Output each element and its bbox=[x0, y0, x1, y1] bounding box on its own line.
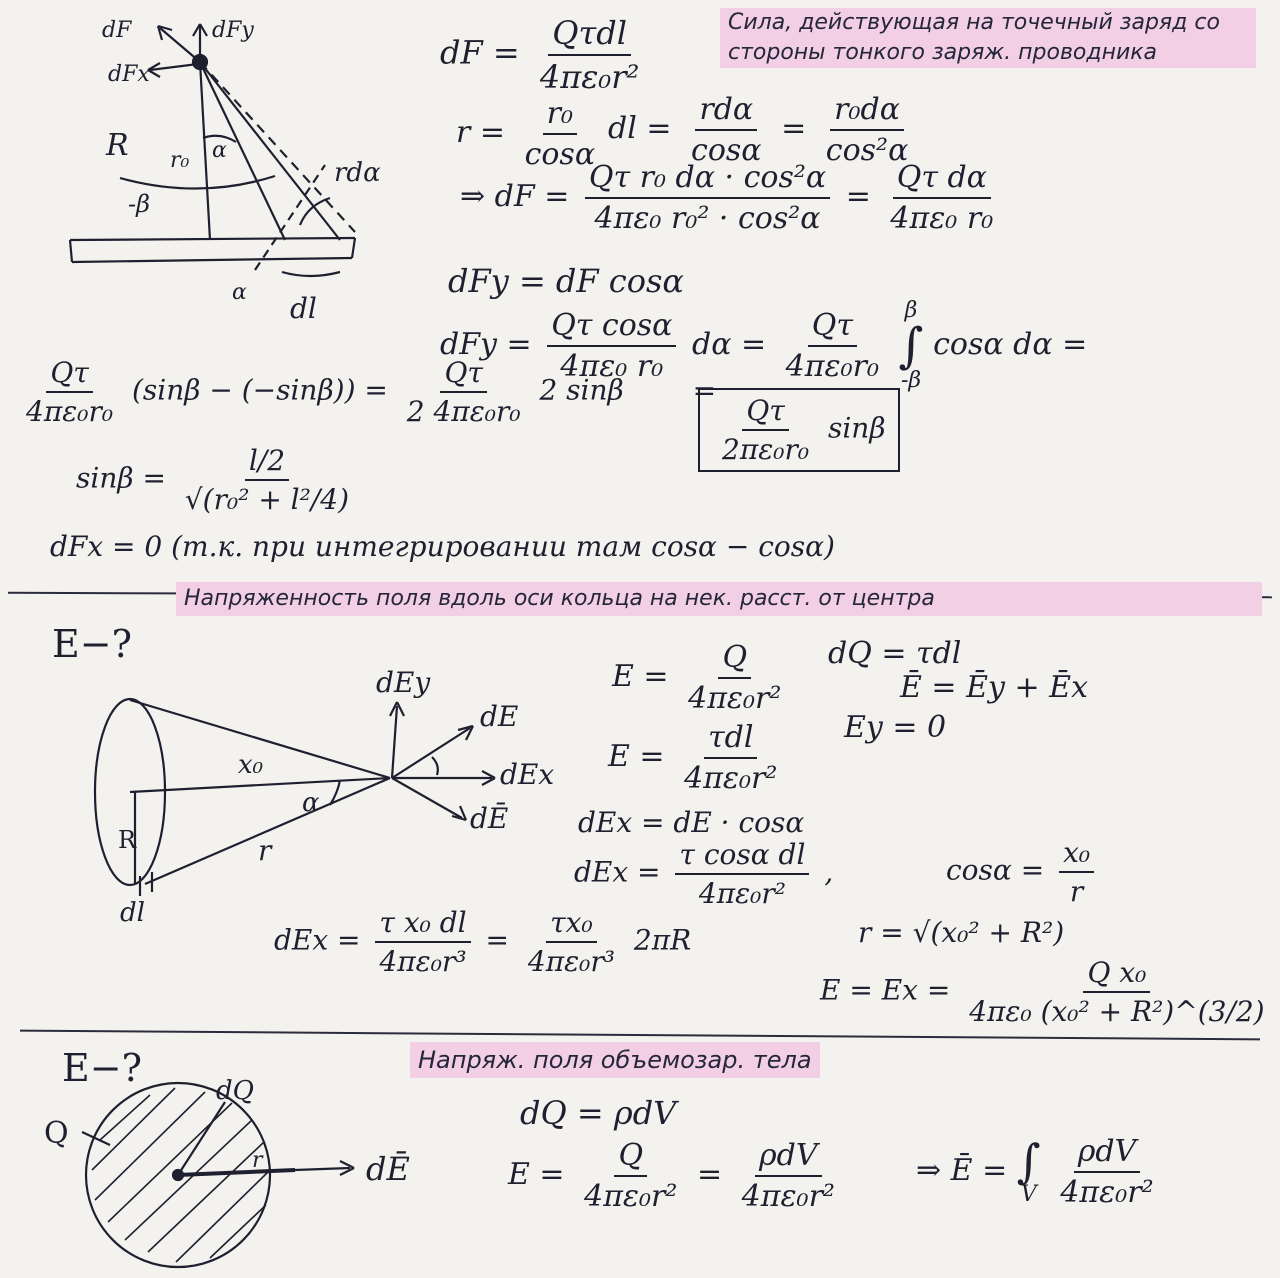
label-R-ring: R bbox=[118, 826, 137, 854]
label-Q-sphere: Q bbox=[44, 1116, 69, 1151]
label-dEx: dEx bbox=[500, 758, 555, 791]
formula-sinbeta: sinβ = l/2√(r₀² + l²/4) bbox=[76, 444, 350, 516]
note-force: Сила, действующая на точечный заряд со с… bbox=[720, 8, 1256, 68]
label-dE: dE bbox=[480, 700, 519, 733]
label-x0: x₀ bbox=[238, 750, 264, 780]
section3-title: Напряж. поля объемозар. тела bbox=[410, 1042, 820, 1078]
sphere-figure bbox=[81, 1081, 355, 1269]
label-alpha-ring: α bbox=[302, 788, 320, 818]
formula-E-sum: Ē = Ēy + Ēx bbox=[900, 670, 1088, 705]
label-dFy: dFy bbox=[212, 18, 254, 43]
label-dE-sphere: dĒ bbox=[366, 1150, 410, 1188]
label-dl-ring: dl bbox=[120, 898, 145, 928]
label-R: R bbox=[106, 128, 129, 163]
formula-dQ-volume: dQ = ρdV bbox=[520, 1094, 677, 1132]
label-r0: r₀ bbox=[170, 148, 190, 173]
formula-dFx: dFx = 0 (т.к. при интегрировании там cos… bbox=[50, 530, 835, 563]
label-alpha: α bbox=[212, 138, 227, 163]
formula-dEx-cos: dEx = dE · cosα bbox=[578, 806, 805, 839]
formula-dQ-line: dQ = τdl bbox=[828, 636, 962, 671]
label-dFx: dFx bbox=[108, 62, 150, 87]
formula-dFy-1: dFy = dF cosα bbox=[448, 262, 684, 300]
label-dE-bar: dĒ bbox=[470, 802, 509, 835]
label-alpha-low: α bbox=[232, 280, 247, 305]
label-r-sphere: r bbox=[252, 1148, 263, 1173]
section2-title: Напряженность поля вдоль оси кольца на н… bbox=[176, 582, 1262, 616]
ring-figure bbox=[93, 697, 496, 896]
label-dQ-sphere: dQ bbox=[216, 1076, 254, 1106]
label-r-ring: r bbox=[258, 834, 272, 867]
label-dl: dl bbox=[290, 292, 317, 325]
formula-Ey-zero: Ey = 0 bbox=[844, 710, 947, 745]
section2-question: E−? bbox=[52, 622, 132, 666]
section3-question: E−? bbox=[62, 1046, 142, 1090]
label-dF: dF bbox=[102, 18, 132, 43]
wire-figure bbox=[68, 23, 357, 278]
formula-r-sqrt: r = √(x₀² + R²) bbox=[858, 916, 1065, 949]
label-rdalpha: rdα bbox=[334, 158, 381, 188]
label-dEy: dEy bbox=[376, 666, 431, 699]
label-minus-beta: -β bbox=[128, 190, 150, 218]
